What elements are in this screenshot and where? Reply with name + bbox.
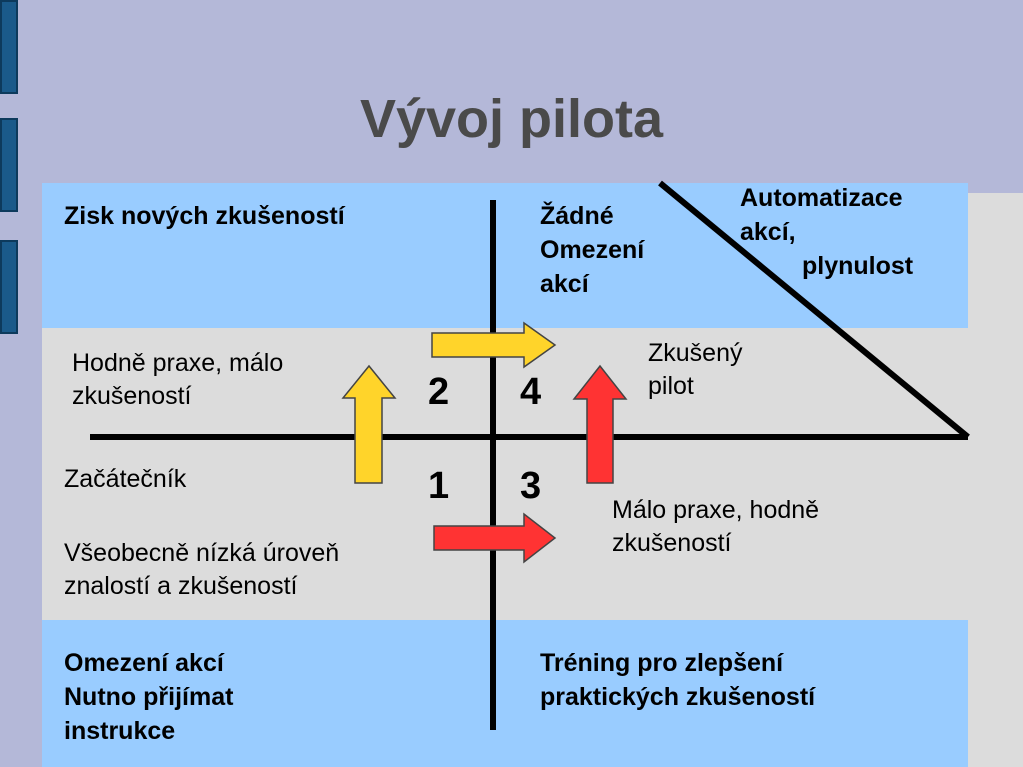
- bottom-right-line-1: Tréning pro zlepšení: [540, 649, 784, 677]
- quadrant-1-desc-line-2: znalostí a zkušeností: [64, 572, 298, 600]
- bottom-left-line-3: instrukce: [64, 717, 176, 745]
- quadrant-3-line-2: zkušeností: [612, 529, 732, 557]
- bottom-right-text: Tréning pro zlepšení praktických zkušeno…: [540, 646, 815, 714]
- top-band: [42, 183, 968, 328]
- slide-title: Vývoj pilota: [359, 89, 664, 149]
- top-right-text: Automatizace akcí, plynulost: [740, 181, 972, 283]
- quadrant-4-line-2: pilot: [648, 372, 694, 400]
- bottom-left-line-1: Omezení akcí: [64, 649, 224, 677]
- quadrant-number-1: 1: [428, 465, 450, 507]
- red-arrow-right: [433, 512, 557, 564]
- quadrant-1-label: Začátečník: [64, 465, 187, 493]
- top-middle-line-2: Omezení: [540, 236, 645, 264]
- quadrant-number-3: 3: [520, 465, 542, 507]
- quadrant-1-desc: Všeobecně nízká úroveň znalostí a zkušen…: [64, 537, 339, 603]
- bottom-left-line-2: Nutno přijímat: [64, 683, 234, 711]
- yellow-arrow-up: [341, 364, 397, 484]
- top-left-text: Zisk nových zkušeností: [64, 202, 345, 230]
- quadrant-1-desc-line-1: Všeobecně nízká úroveň: [64, 539, 340, 567]
- yellow-arrow-right: [431, 321, 557, 369]
- quadrant-3-text: Málo praxe, hodně zkušeností: [612, 494, 819, 560]
- quadrant-2-line-1: Hodně praxe, málo: [72, 349, 284, 377]
- top-right-line-3: plynulost: [802, 252, 914, 280]
- bottom-right-line-2: praktických zkušeností: [540, 683, 816, 711]
- top-right-line-2: akcí,: [740, 218, 796, 246]
- top-middle-line-1: Žádné: [540, 202, 614, 230]
- bottom-left-text: Omezení akcí Nutno přijímat instrukce: [64, 646, 233, 748]
- top-right-line-1: Automatizace: [740, 184, 903, 212]
- side-tab-3: [0, 240, 18, 334]
- quadrant-number-4: 4: [520, 371, 542, 413]
- quadrant-2-line-2: zkušeností: [72, 382, 192, 410]
- red-arrow-up: [572, 364, 628, 484]
- side-tab-2: [0, 118, 18, 212]
- side-tab-1: [0, 0, 18, 94]
- quadrant-4-line-1: Zkušený: [648, 339, 743, 367]
- top-middle-text: Žádné Omezení akcí: [540, 199, 644, 301]
- right-strip: [968, 193, 1023, 767]
- quadrant-number-2: 2: [428, 371, 450, 413]
- bottom-band: [42, 620, 968, 767]
- quadrant-3-line-1: Málo praxe, hodně: [612, 496, 820, 524]
- top-middle-line-3: akcí: [540, 270, 589, 298]
- diagonal-line: [658, 180, 970, 440]
- quadrant-4-text: Zkušený pilot: [648, 337, 742, 403]
- quadrant-2-text: Hodně praxe, málo zkušeností: [72, 347, 283, 413]
